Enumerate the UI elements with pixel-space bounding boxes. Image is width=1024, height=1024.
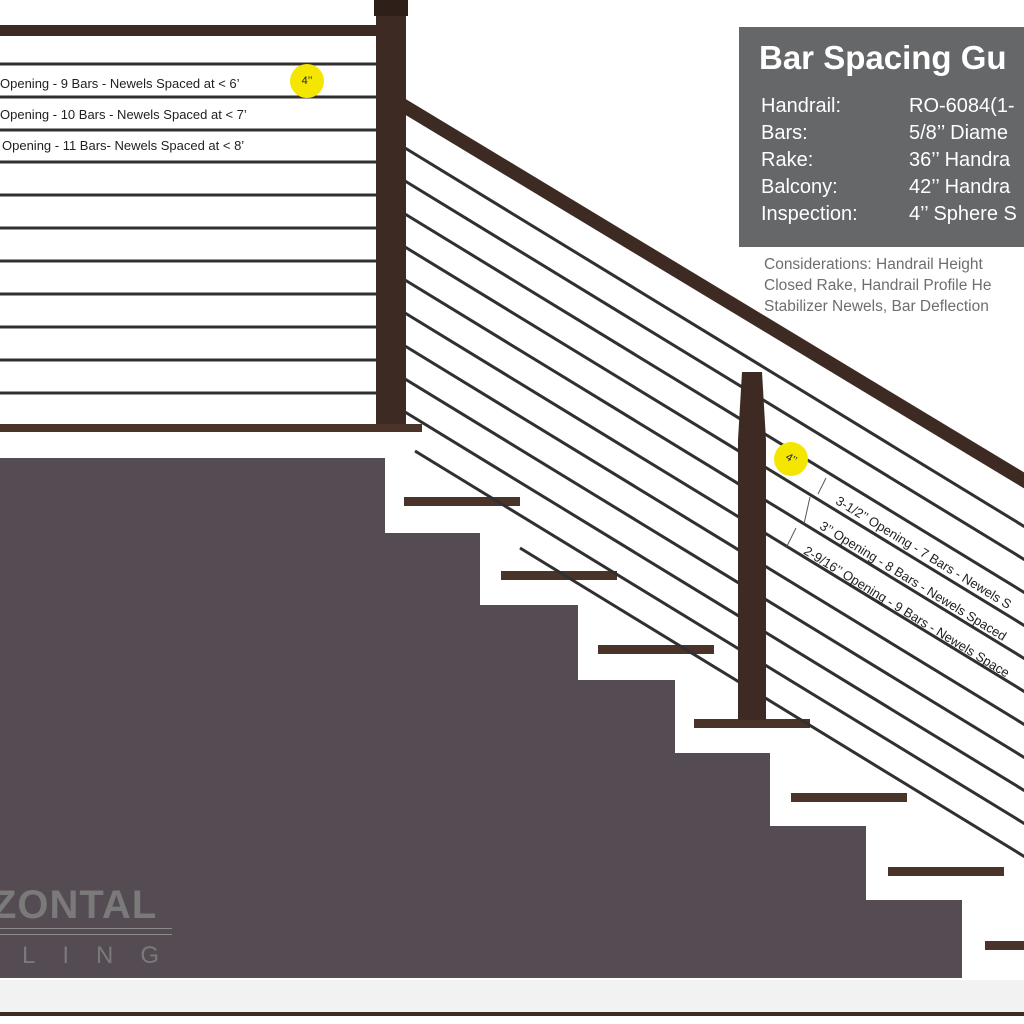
balcony-label-10-bars: Opening - 10 Bars - Newels Spaced at < 7…: [0, 107, 247, 122]
rake-bar: [404, 179, 1024, 562]
logo-wordmark: ZONTAL: [0, 883, 158, 927]
spec-key: Balcony:: [761, 176, 838, 198]
rake-bar: [404, 146, 1024, 529]
rake-bar: [404, 344, 1024, 727]
rake-bar: [404, 410, 1024, 793]
spec-row-inspection: Inspection: 4’’ Sphere S: [761, 203, 1017, 226]
considerations-note: Considerations: Handrail Height Closed R…: [764, 254, 1024, 317]
tread: [888, 867, 1004, 876]
floor-line: [0, 1012, 1024, 1016]
landing-floor: [0, 424, 422, 432]
spec-key: Handrail:: [761, 95, 842, 117]
spec-value: 4’’ Sphere S: [909, 203, 1017, 225]
spec-row-rake: Rake: 36’’ Handra: [761, 149, 1010, 172]
tread: [598, 645, 714, 654]
bar-spacing-guide-panel: Bar Spacing Gu Handrail: RO-6084(1- Bars:…: [739, 27, 1024, 247]
considerations-line: Stabilizer Newels, Bar Deflection: [764, 298, 989, 315]
rake-bar: [404, 311, 1024, 694]
rake-bars: [404, 146, 1024, 859]
stair-treads: [404, 497, 1024, 950]
spec-value: 5/8’’ Diame: [909, 122, 1008, 144]
spec-row-bars: Bars: 5/8’’ Diame: [761, 122, 1008, 145]
logo-rule: [0, 928, 172, 929]
landing-fascia: [0, 432, 412, 458]
spec-value: 42’’ Handra: [909, 176, 1011, 198]
tread: [404, 497, 520, 506]
spec-key: Rake:: [761, 149, 814, 171]
spec-value: 36’’ Handra: [909, 149, 1011, 171]
floor-band: [0, 980, 1024, 1014]
main-newel: [376, 12, 406, 424]
logo-rule: [0, 934, 172, 935]
spec-key: Inspection:: [761, 203, 858, 225]
balcony-bars: [0, 62, 380, 395]
rake-bar: [414, 449, 1024, 826]
logo-subtext: LING: [22, 942, 187, 969]
considerations-line: Considerations: Handrail Height: [764, 256, 983, 273]
tread: [985, 941, 1024, 950]
rake-bar: [404, 212, 1024, 595]
rake-handrail: [404, 98, 1024, 489]
spec-key: Bars:: [761, 122, 808, 144]
spec-row-balcony: Balcony: 42’’ Handra: [761, 176, 1010, 199]
balcony-handrail: [0, 25, 382, 36]
rake-bar: [404, 245, 1024, 628]
guide-title: Bar Spacing Gu: [759, 39, 1007, 76]
tread: [791, 793, 907, 802]
spec-value: RO-6084(1-: [909, 95, 1015, 117]
intermediate-newel: [738, 372, 766, 720]
main-newel-cap: [374, 0, 408, 16]
stair-wall: [0, 458, 962, 978]
tread: [501, 571, 617, 580]
balcony-label-9-bars: Opening - 9 Bars - Newels Spaced at < 6’: [0, 76, 240, 91]
considerations-line: Closed Rake, Handrail Profile He: [764, 277, 992, 294]
rake-bar: [404, 377, 1024, 760]
spec-row-handrail: Handrail: RO-6084(1-: [761, 95, 1015, 118]
rake-bar: [404, 278, 1024, 661]
balcony-label-11-bars: Opening - 11 Bars- Newels Spaced at < 8’: [2, 138, 245, 153]
tread: [694, 719, 810, 728]
stair-stringer: [385, 446, 1024, 971]
rake-bar: [519, 546, 1024, 859]
balcony-spacing-badge: 4’’: [290, 64, 324, 98]
dimension-markers: [785, 477, 827, 549]
